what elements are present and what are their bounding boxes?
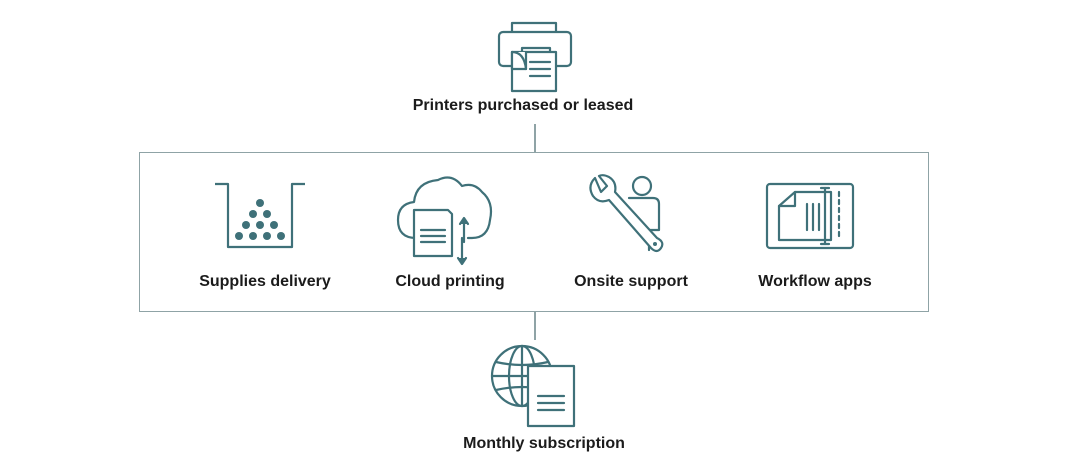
onsite-support-label: Onsite support xyxy=(574,273,688,290)
globe-document-icon xyxy=(490,344,582,430)
wrench-person-icon xyxy=(589,174,665,260)
supplies-delivery-label: Supplies delivery xyxy=(199,273,331,290)
monthly-subscription-label: Monthly subscription xyxy=(463,435,625,452)
top-connector xyxy=(534,124,536,152)
cloud-document-icon xyxy=(396,172,496,266)
bottom-connector xyxy=(534,312,536,340)
services-box xyxy=(139,152,929,312)
document-scan-icon xyxy=(765,182,855,252)
workflow-apps-label: Workflow apps xyxy=(758,273,872,290)
supplies-bin-icon xyxy=(214,182,306,249)
cloud-printing-label: Cloud printing xyxy=(395,273,505,290)
printers-label: Printers purchased or leased xyxy=(412,97,634,114)
printer-icon xyxy=(497,21,574,94)
